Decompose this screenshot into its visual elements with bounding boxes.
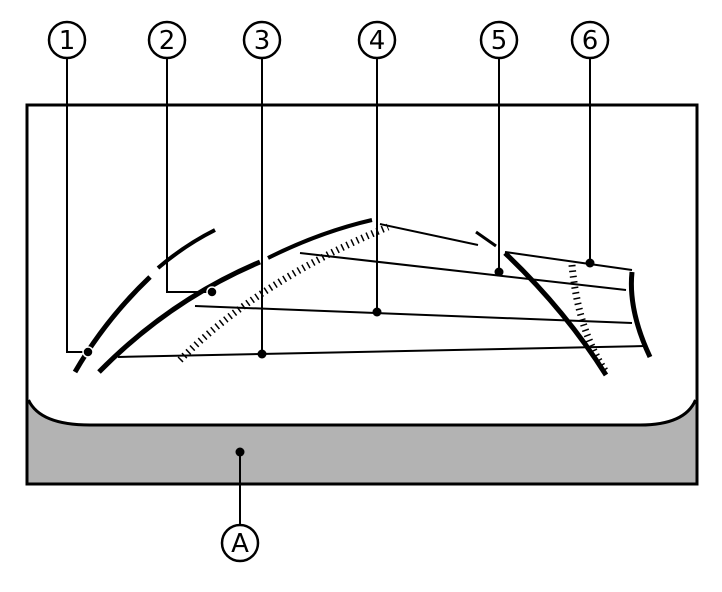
callout-label: 1: [59, 26, 76, 56]
callout-3: 3: [242, 20, 282, 60]
callout-2: 2: [147, 20, 187, 60]
guide-lines: [72, 218, 653, 377]
left-outer-line: [72, 275, 152, 374]
distance-line-near: [117, 345, 646, 358]
left-outer-line-top: [156, 228, 216, 270]
callout-a: A: [220, 523, 260, 563]
callout-label: A: [231, 529, 249, 559]
callout-label: 5: [491, 26, 508, 56]
leader-lines: [66, 58, 591, 525]
left-inner-line: [97, 259, 261, 374]
left-predicted-path: [177, 223, 390, 363]
callout-label: 6: [582, 26, 599, 56]
leader-dots: [82, 258, 595, 457]
right-outer-line: [628, 271, 653, 359]
callout-label: 2: [159, 26, 176, 56]
callout-1: 1: [47, 20, 87, 60]
bottom-area-border: [27, 399, 697, 427]
callout-label: 3: [254, 26, 271, 56]
distance-line-far: [299, 252, 627, 291]
right-inner-line: [503, 251, 609, 377]
left-inner-line-top: [267, 218, 373, 260]
callout-4: 4: [357, 20, 397, 60]
bottom-area: [28, 400, 696, 483]
callout-label: 4: [369, 26, 386, 56]
distance-line-farthest: [379, 223, 633, 271]
callout-6: 6: [570, 20, 610, 60]
callout-5: 5: [479, 20, 519, 60]
distance-line-mid: [194, 305, 633, 324]
screen-frame: [25, 103, 699, 486]
